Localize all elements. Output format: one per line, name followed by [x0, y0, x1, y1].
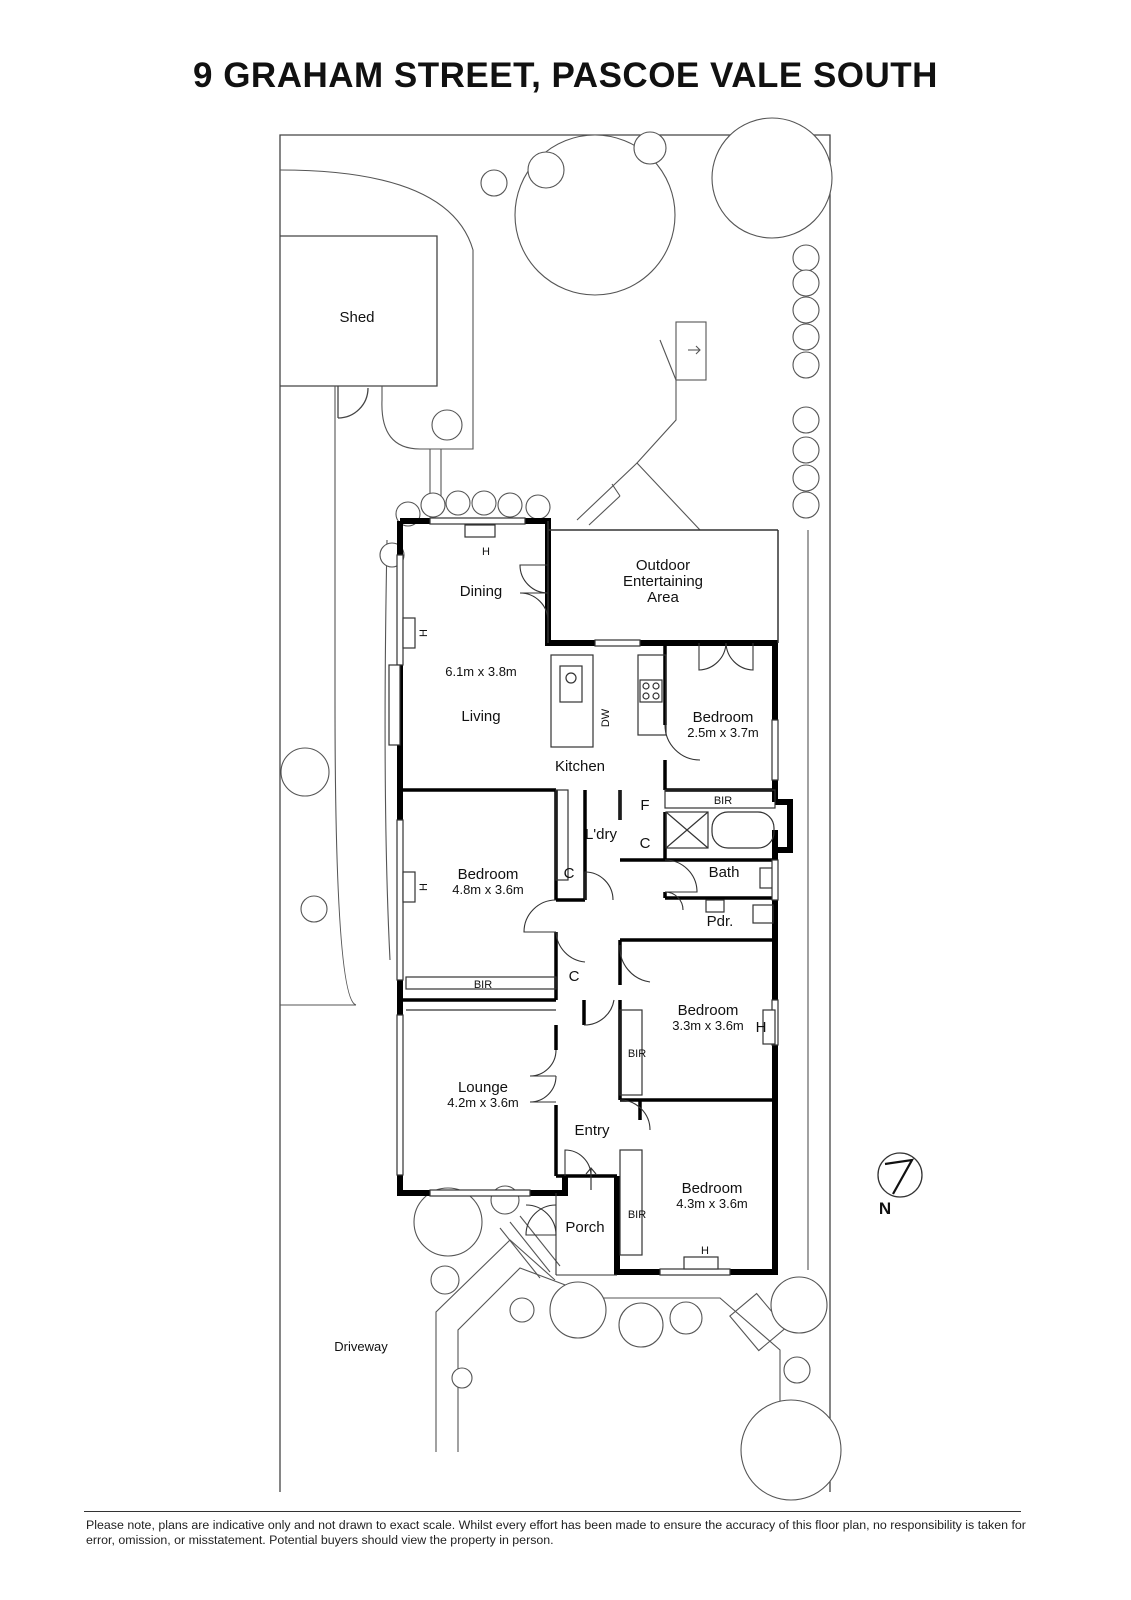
bir-3-label: BIR [628, 1048, 646, 1060]
driveway-label: Driveway [334, 1339, 388, 1354]
cupboard-c2-label: C [564, 865, 575, 882]
porch-label: Porch [565, 1219, 604, 1236]
bedroom-1-label: Bedroom [693, 709, 754, 726]
bedroom-2-label: Bedroom [458, 866, 519, 883]
fixtures [405, 654, 776, 1256]
dining-label: Dining [460, 583, 503, 600]
bir-4-label: BIR [628, 1209, 646, 1221]
powder-label: Pdr. [707, 913, 734, 930]
bath-label: Bath [709, 864, 740, 881]
heater-5-label: H [701, 1245, 709, 1257]
cupboard-c1-label: C [640, 835, 651, 852]
kitchen-label: Kitchen [555, 758, 605, 775]
garden-paths [279, 169, 809, 1452]
outdoor-label-2: Entertaining [623, 573, 703, 590]
outdoor-area-outline [547, 521, 779, 643]
compass-label: N [879, 1199, 891, 1218]
heater-1-label: H [482, 546, 490, 558]
bir-2-label: BIR [474, 979, 492, 991]
dishwasher-label: DW [600, 708, 612, 727]
outdoor-label-1: Outdoor [636, 557, 690, 574]
bedroom-4-dimensions: 4.3m x 3.6m [676, 1196, 748, 1211]
fridge-label: F [640, 797, 649, 814]
living-dimensions: 6.1m x 3.8m [445, 664, 517, 679]
entry-label: Entry [574, 1122, 610, 1139]
disclaimer-text: Please note, plans are indicative only a… [86, 1518, 1026, 1547]
property-boundary [279, 134, 831, 1492]
trees [280, 117, 842, 1501]
heater-4-label: H [756, 1019, 767, 1036]
laundry-label: L'dry [585, 826, 618, 843]
bedroom-4-label: Bedroom [682, 1180, 743, 1197]
disclaimer-divider [84, 1511, 1021, 1512]
heater-3-label: H [418, 883, 430, 891]
lounge-label: Lounge [458, 1079, 508, 1096]
heaters [402, 524, 776, 1270]
compass-circle-icon [877, 1152, 923, 1198]
lounge-dimensions: 4.2m x 3.6m [447, 1095, 519, 1110]
bir-1-label: BIR [714, 795, 732, 807]
shed-label: Shed [339, 309, 374, 326]
plan-title: 9 GRAHAM STREET, PASCOE VALE SOUTH [193, 56, 938, 95]
windows [388, 517, 779, 1276]
north-arrow-icon [884, 1158, 915, 1195]
bedroom-3-label: Bedroom [678, 1002, 739, 1019]
north-compass: N [877, 1152, 923, 1218]
cupboard-c3-label: C [569, 968, 580, 985]
bedroom-2-dimensions: 4.8m x 3.6m [452, 882, 524, 897]
doors [519, 564, 754, 1276]
bedroom-1-dimensions: 2.5m x 3.7m [687, 725, 759, 740]
shed [280, 235, 438, 419]
room-labels: Shed Outdoor Entertaining Area Dining 6.… [334, 309, 766, 1354]
bedroom-3-dimensions: 3.3m x 3.6m [672, 1018, 744, 1033]
outdoor-label-3: Area [647, 589, 679, 606]
entry-arrow [585, 1167, 597, 1190]
living-label: Living [461, 708, 500, 725]
heater-2-label: H [418, 629, 430, 637]
